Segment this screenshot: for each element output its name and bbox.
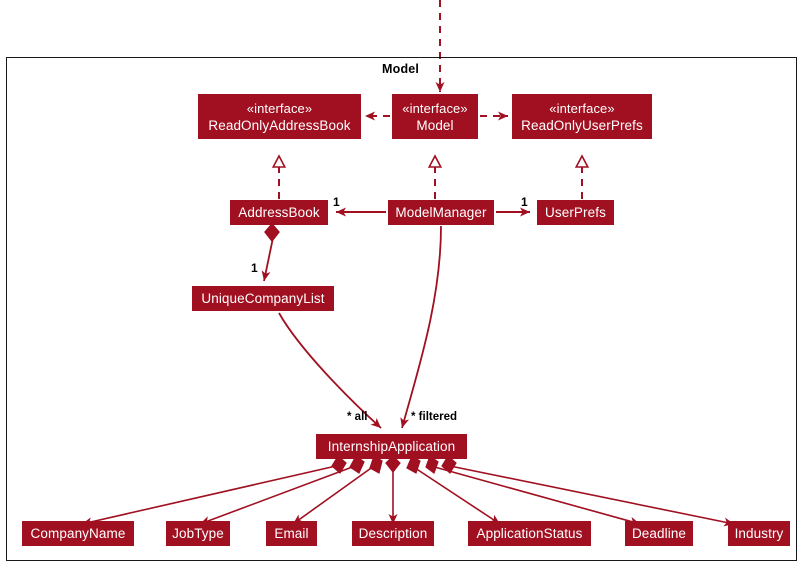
class-name-label: Model	[416, 118, 454, 133]
class-companyname[interactable]: CompanyName	[22, 521, 134, 546]
class-name-label: ReadOnlyAddressBook	[208, 118, 351, 133]
class-name-label: CompanyName	[30, 526, 126, 541]
class-description[interactable]: Description	[352, 521, 434, 546]
class-modelmanager[interactable]: ModelManager	[388, 200, 494, 225]
class-uniquecompanylist[interactable]: UniqueCompanyList	[192, 286, 334, 311]
class-name-label: Deadline	[631, 526, 687, 541]
frame-title: Model	[382, 62, 420, 76]
stereotype-label: «interface»	[402, 101, 468, 116]
class-readonlyuserprefs[interactable]: «interface» ReadOnlyUserPrefs	[512, 94, 652, 139]
class-name-label: InternshipApplication	[327, 439, 456, 454]
stereotype-label: «interface»	[549, 101, 615, 116]
model-component-frame	[6, 57, 797, 561]
class-email[interactable]: Email	[266, 521, 317, 546]
edge-label-all: * all	[347, 411, 368, 423]
multiplicity-uniquecompanylist: 1	[251, 261, 258, 275]
class-applicationstatus[interactable]: ApplicationStatus	[468, 521, 591, 546]
class-name-label: ModelManager	[395, 205, 487, 220]
class-internshipapplication[interactable]: InternshipApplication	[316, 434, 467, 459]
class-name-label: Industry	[734, 526, 784, 541]
class-jobtype[interactable]: JobType	[166, 521, 230, 546]
class-name-label: UserPrefs	[545, 205, 606, 220]
class-name-label: AddressBook	[238, 205, 320, 220]
class-name-label: JobType	[172, 526, 224, 541]
multiplicity-userprefs: 1	[521, 195, 528, 209]
class-name-label: Description	[358, 526, 428, 541]
class-name-label: ApplicationStatus	[476, 526, 583, 541]
class-deadline[interactable]: Deadline	[625, 521, 693, 546]
stereotype-label: «interface»	[246, 101, 313, 116]
class-model-interface[interactable]: «interface» Model	[392, 94, 478, 139]
class-name-label: Email	[274, 526, 309, 541]
class-name-label: ReadOnlyUserPrefs	[521, 118, 643, 133]
class-readonlyaddressbook[interactable]: «interface» ReadOnlyAddressBook	[198, 94, 361, 139]
class-name-label: UniqueCompanyList	[201, 291, 325, 306]
multiplicity-addressbook: 1	[333, 195, 340, 209]
class-addressbook[interactable]: AddressBook	[230, 200, 328, 225]
class-industry[interactable]: Industry	[728, 521, 790, 546]
class-userprefs[interactable]: UserPrefs	[537, 200, 614, 225]
edge-label-filtered: * filtered	[411, 411, 458, 423]
